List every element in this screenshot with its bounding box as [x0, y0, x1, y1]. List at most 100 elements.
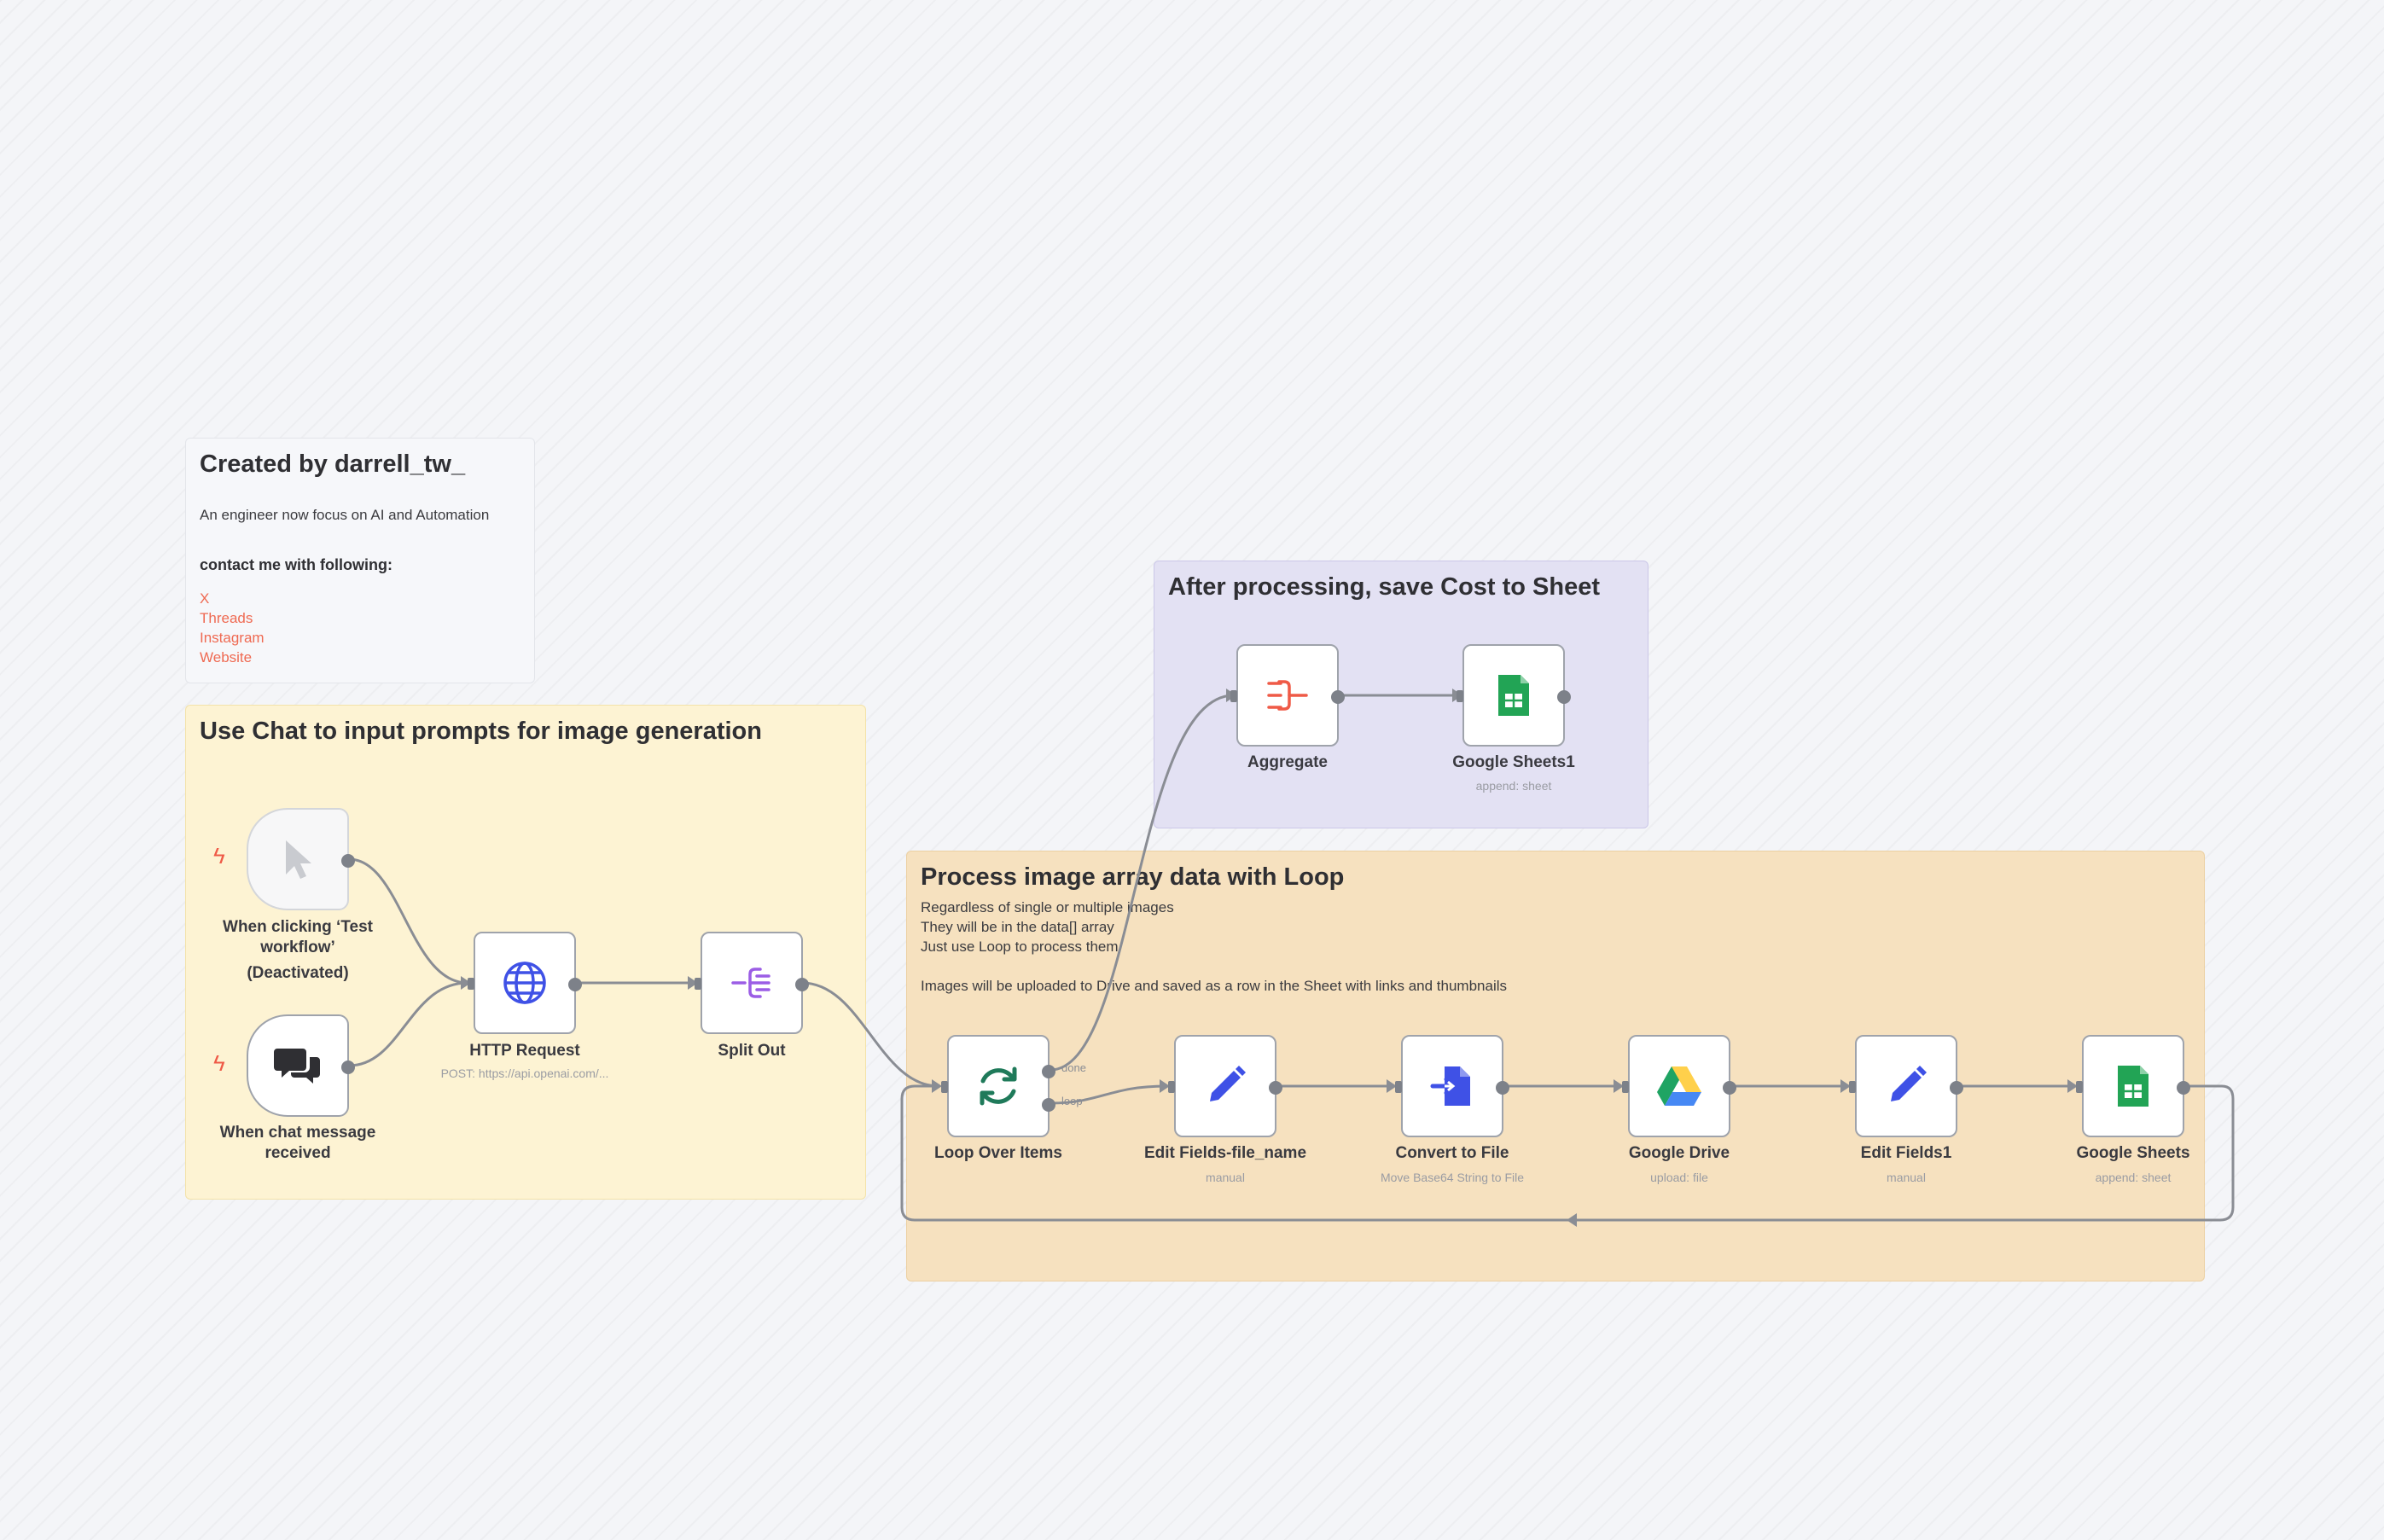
- input-port[interactable]: [468, 978, 474, 990]
- output-port[interactable]: [1331, 690, 1345, 704]
- output-port[interactable]: [341, 854, 355, 868]
- arrow-convert-in: [1387, 1079, 1397, 1093]
- credit-subtitle: An engineer now focus on AI and Automati…: [200, 507, 490, 523]
- globe-icon: [502, 960, 548, 1006]
- input-port[interactable]: [941, 1081, 948, 1093]
- node-chat-trigger[interactable]: [247, 1014, 355, 1117]
- loop-group-sticky-note[interactable]: Process image array data with Loop Regar…: [906, 851, 2205, 1281]
- link-website[interactable]: Website: [200, 649, 253, 665]
- output-port[interactable]: [1950, 1081, 1963, 1095]
- chat-bubbles-icon: [274, 1045, 322, 1086]
- node-convert-to-file[interactable]: [1395, 1035, 1509, 1137]
- google-sheets-icon: [1497, 673, 1531, 718]
- node-google-drive[interactable]: [1622, 1035, 1736, 1137]
- aggregate-label: Aggregate: [1247, 753, 1328, 771]
- wire-loop-done-to-aggregate: [1050, 694, 1235, 1072]
- output-port[interactable]: [1496, 1081, 1509, 1095]
- node-loop-over-items[interactable]: [941, 1035, 1055, 1137]
- input-port[interactable]: [695, 978, 701, 990]
- node-http-request[interactable]: [468, 932, 582, 1034]
- http-request-label: HTTP Request: [469, 1042, 580, 1060]
- input-port[interactable]: [1849, 1081, 1856, 1093]
- edit-fields-file-name-subtitle: manual: [1206, 1171, 1245, 1184]
- node-aggregate[interactable]: [1230, 644, 1345, 747]
- google-sheets1-label: Google Sheets1: [1452, 753, 1575, 771]
- output-port[interactable]: [1723, 1081, 1736, 1095]
- google-drive-icon: [1655, 1065, 1703, 1107]
- input-port[interactable]: [1622, 1081, 1629, 1093]
- link-x[interactable]: X: [200, 590, 210, 607]
- input-port[interactable]: [1168, 1081, 1175, 1093]
- input-port[interactable]: [2076, 1081, 2083, 1093]
- contact-links: X Threads Instagram Website: [200, 589, 265, 667]
- link-threads[interactable]: Threads: [200, 610, 253, 626]
- cursor-icon: [279, 837, 317, 881]
- arrow-http-in: [461, 976, 471, 990]
- wire-chat-to-http: [348, 981, 468, 1067]
- output-port[interactable]: [2177, 1081, 2190, 1095]
- node-edit-fields1[interactable]: [1849, 1035, 1963, 1137]
- aggregate-icon: [1265, 677, 1310, 714]
- wire-loop-to-edit: [1050, 1084, 1167, 1105]
- google-sheets1-subtitle: append: sheet: [1475, 779, 1552, 793]
- pencil-icon: [1884, 1064, 1928, 1108]
- convert-to-file-subtitle: Move Base64 String to File: [1380, 1171, 1525, 1184]
- output-port-done[interactable]: [1042, 1065, 1055, 1078]
- google-sheets-icon: [2116, 1064, 2150, 1108]
- output-port[interactable]: [568, 978, 582, 991]
- http-request-subtitle: POST: https://api.openai.com/...: [440, 1066, 609, 1080]
- chat-trigger-label: When chat message received: [219, 1124, 376, 1162]
- wire-split-to-loop: [801, 981, 939, 1088]
- google-drive-subtitle: upload: file: [1650, 1171, 1708, 1184]
- arrow-sheets-in: [2067, 1079, 2078, 1093]
- manual-trigger-label: When clicking ‘Test workflow’: [223, 918, 373, 956]
- arrow-drive-in: [1614, 1079, 1624, 1093]
- arrow-split-in: [688, 976, 698, 990]
- node-google-sheets1[interactable]: [1457, 644, 1571, 747]
- split-out-label: Split Out: [718, 1042, 786, 1060]
- chat-group-title: Use Chat to input prompts for image gene…: [200, 718, 762, 745]
- done-port-label: done: [1061, 1061, 1086, 1074]
- google-sheets-label: Google Sheets: [2076, 1144, 2190, 1162]
- input-port[interactable]: [1230, 690, 1237, 702]
- contact-heading: contact me with following:: [200, 556, 392, 573]
- google-sheets-subtitle: append: sheet: [2095, 1171, 2172, 1184]
- output-port[interactable]: [1557, 690, 1571, 704]
- convert-to-file-label: Convert to File: [1395, 1144, 1509, 1162]
- node-manual-trigger[interactable]: [247, 808, 355, 910]
- node-edit-fields-file-name[interactable]: [1168, 1035, 1282, 1137]
- trigger-bolt-icon: ϟ: [213, 843, 225, 869]
- credit-sticky-note[interactable]: Created by darrell_tw_ An engineer now f…: [185, 438, 535, 683]
- credit-title: Created by darrell_tw_: [200, 450, 466, 478]
- edit-fields1-subtitle: manual: [1887, 1171, 1926, 1184]
- arrow-edit1-in: [1840, 1079, 1851, 1093]
- arrow-loop-in: [932, 1079, 942, 1093]
- output-port[interactable]: [341, 1061, 355, 1074]
- loop-group-body: Regardless of single or multiple images …: [921, 899, 1507, 994]
- arrow-edit-in: [1160, 1079, 1170, 1093]
- edit-fields-file-name-label: Edit Fields-file_name: [1143, 1144, 1307, 1162]
- node-google-sheets[interactable]: [2076, 1035, 2190, 1137]
- after-group-title: After processing, save Cost to Sheet: [1168, 573, 1601, 601]
- output-port[interactable]: [795, 978, 809, 991]
- google-drive-label: Google Drive: [1628, 1144, 1730, 1162]
- split-out-icon: [730, 964, 774, 1002]
- link-instagram[interactable]: Instagram: [200, 630, 265, 646]
- arrow-loopback: [1567, 1213, 1577, 1227]
- pencil-icon: [1203, 1064, 1247, 1108]
- loop-over-items-label: Loop Over Items: [934, 1144, 1062, 1162]
- node-split-out[interactable]: [695, 932, 809, 1034]
- loop-port-label: loop: [1061, 1095, 1083, 1107]
- loop-arrows-icon: [974, 1062, 1022, 1110]
- trigger-bolt-icon: ϟ: [213, 1050, 225, 1076]
- output-port-loop[interactable]: [1042, 1098, 1055, 1112]
- wire-manual-to-http: [348, 857, 468, 985]
- input-port[interactable]: [1457, 690, 1463, 702]
- input-port[interactable]: [1395, 1081, 1402, 1093]
- file-convert-icon: [1429, 1063, 1475, 1109]
- loop-group-title: Process image array data with Loop: [921, 863, 1345, 891]
- edit-fields1-label: Edit Fields1: [1860, 1144, 1952, 1162]
- deactivated-status: (Deactivated): [247, 964, 349, 982]
- output-port[interactable]: [1269, 1081, 1282, 1095]
